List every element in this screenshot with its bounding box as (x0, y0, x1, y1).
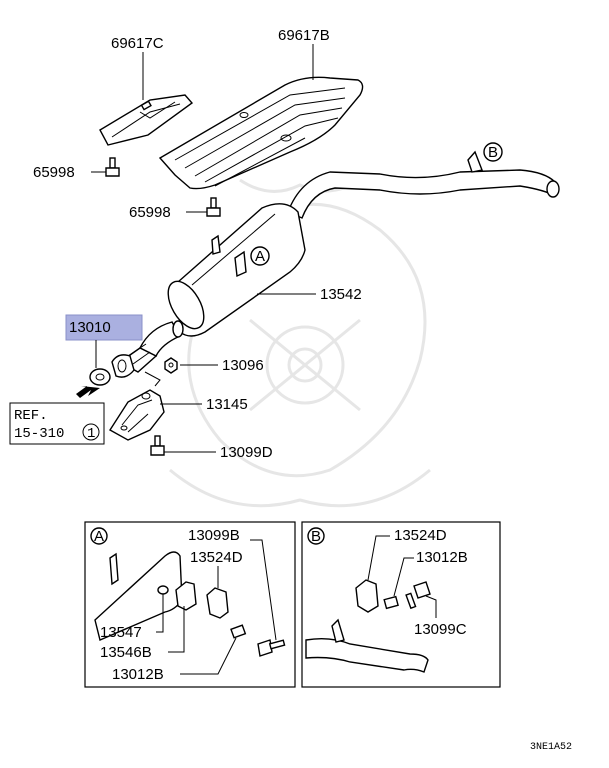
arrow-down-left-icon (76, 386, 100, 398)
bolt-65998-upper[interactable] (105, 157, 120, 177)
ref-line1: REF. (14, 408, 48, 424)
bracket-13524d-a[interactable] (206, 587, 229, 619)
bolt-13099b[interactable] (257, 639, 273, 657)
leader-13524d-b (367, 535, 390, 581)
label-13524d-a: 13524D (190, 549, 243, 566)
leader-13547 (156, 594, 164, 633)
label-13099b: 13099B (188, 527, 240, 544)
diagram-code: 3NE1A52 (530, 742, 572, 753)
detail-a-box: A 13547 13546B 13524D 13012B 13099B (84, 521, 296, 688)
nut-13096[interactable] (164, 357, 178, 374)
leader-13099c (425, 595, 437, 618)
label-65998-lower: 65998 (129, 204, 171, 221)
label-69617b: 69617B (278, 27, 330, 44)
label-13542: 13542 (320, 286, 362, 303)
bracket-13524d-b[interactable] (355, 579, 379, 613)
callout-a-label: A (255, 248, 265, 265)
callout-b-circle[interactable] (483, 142, 503, 162)
callout-b-label: B (488, 144, 498, 161)
leader-13096-branch (144, 371, 161, 387)
ref-line2: 15-310 (14, 426, 64, 442)
detail-b-hanger-bracket (331, 618, 345, 643)
gasket[interactable] (89, 368, 111, 386)
heat-protector-69617c[interactable] (99, 94, 194, 146)
label-13010[interactable]: 13010 (69, 319, 111, 336)
ref-box[interactable]: REF. 15-310 1 (9, 402, 105, 445)
label-13096: 13096 (222, 357, 264, 374)
label-13099d: 13099D (220, 444, 273, 461)
bolt-65998-lower[interactable] (206, 197, 221, 217)
label-13145: 13145 (206, 396, 248, 413)
label-69617c: 69617C (111, 35, 164, 52)
bolt-13099c[interactable] (413, 581, 431, 599)
label-65998-upper: 65998 (33, 164, 75, 181)
hanger-13546b[interactable] (175, 581, 197, 611)
callout-a-circle[interactable] (250, 246, 270, 266)
heat-protector-69617b[interactable] (158, 76, 364, 190)
main-muffler[interactable] (161, 203, 306, 337)
leader-13099b (250, 539, 277, 641)
detail-b-tail-pipe-section (305, 637, 429, 673)
rubber-ring-13547[interactable] (157, 585, 169, 595)
bolt-13099d[interactable] (150, 435, 165, 456)
label-13099c: 13099C (414, 621, 467, 638)
bushing-13012b-a[interactable] (230, 624, 247, 639)
label-13524d-b: 13524D (394, 527, 447, 544)
front-pipe[interactable] (111, 320, 184, 378)
label-13546b: 13546B (100, 644, 152, 661)
bushing-13012b-b[interactable] (383, 595, 399, 610)
detail-b-tag: B (311, 528, 321, 545)
label-13012b-a: 13012B (112, 666, 164, 683)
leader-13012b-a (180, 637, 237, 675)
detail-b-box: B 13524D 13012B 13099C (301, 521, 501, 688)
tail-pipe[interactable] (287, 150, 560, 219)
leader-13546b (168, 606, 185, 653)
ref-circle-number: 1 (87, 426, 95, 442)
label-13012b-b: 13012B (416, 549, 468, 566)
label-13010-highlight (65, 314, 143, 341)
heat-protector-13145[interactable] (109, 389, 165, 441)
leader-13012b-b (393, 557, 414, 597)
detail-a-tag: A (94, 528, 104, 545)
detail-a-hanger-bracket (109, 552, 119, 586)
label-13547: 13547 (100, 624, 142, 641)
